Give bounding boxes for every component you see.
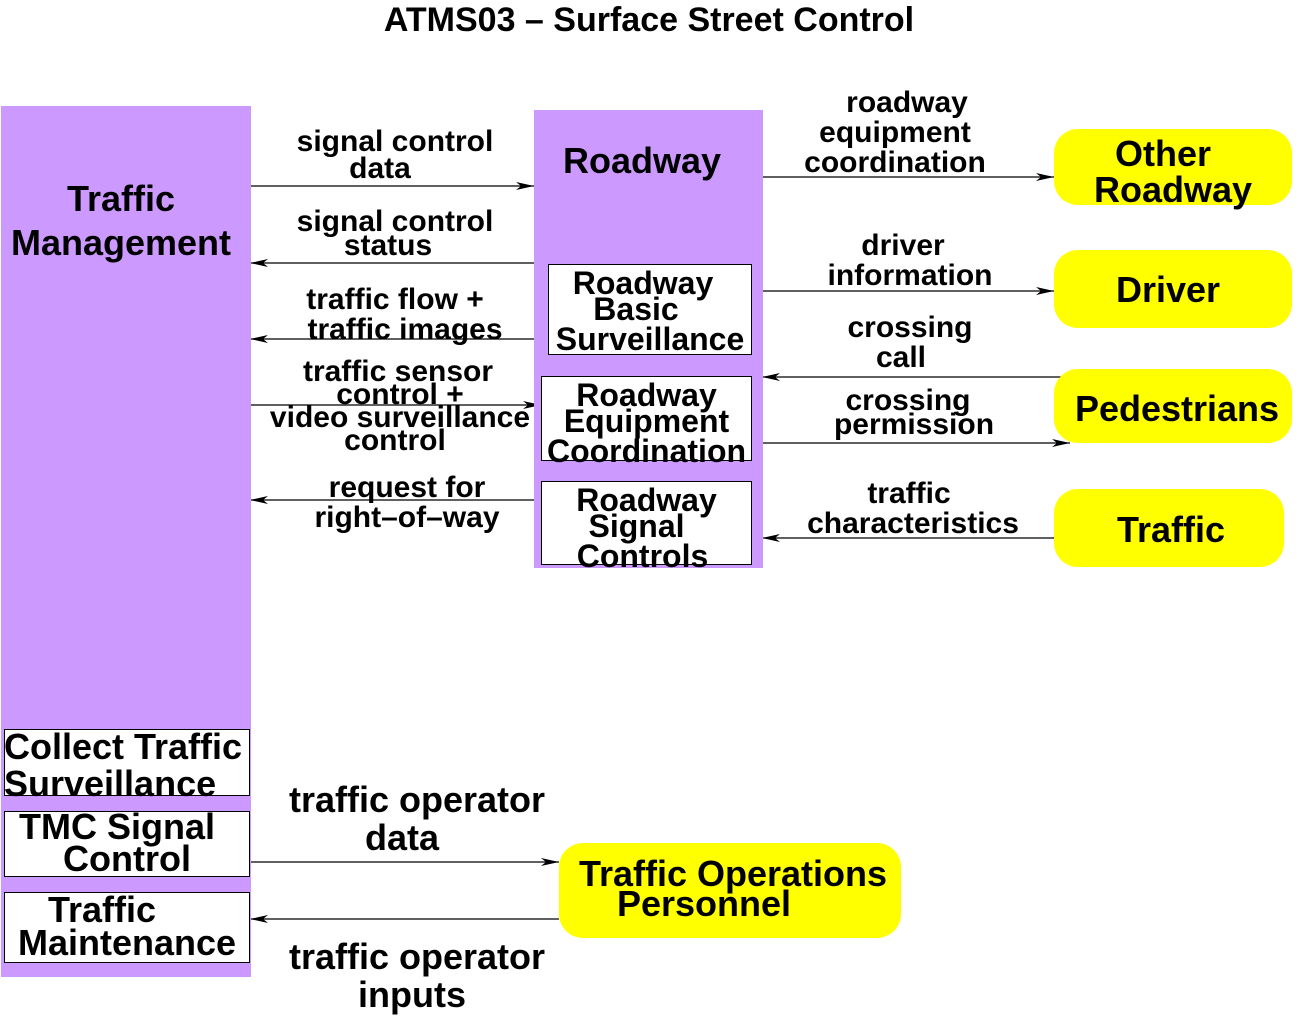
traffic-flow-images-line-1: traffic flow +	[306, 283, 484, 316]
traffic-management-label-line-2: Management	[10, 222, 232, 263]
collect-traffic-surveillance-process	[4, 729, 250, 796]
traffic-operator-inputs-line-1: traffic operator	[288, 936, 546, 977]
roadway-signal-controls-line-1: Roadway	[576, 482, 717, 518]
crossing-permission-line-1: crossing	[845, 384, 971, 417]
driver-terminator	[1054, 250, 1292, 328]
traffic-flow-images-line-2: traffic images	[307, 313, 503, 346]
roadway-basic-surveillance-process	[548, 264, 752, 355]
signal-control-data-label: signal control data	[250, 125, 540, 185]
roadway-signal-controls-process	[541, 481, 752, 565]
roadway-equipment-coordination-line-2: Equipment	[563, 403, 730, 439]
signal-control-status-line-2: status	[343, 229, 433, 262]
request-right-of-way-label: request for right–of–way	[262, 473, 552, 533]
roadway-signal-controls-line-2: Signal	[588, 508, 685, 544]
traffic-management-label: Traffic Management	[0, 180, 242, 261]
driver-information-label: driver information	[780, 231, 1040, 291]
traffic-sensor-control-line-4: control	[344, 424, 446, 457]
other-roadway-line-2: Roadway	[1093, 169, 1253, 210]
traffic-operations-personnel-line-2: Personnel	[616, 883, 792, 924]
traffic-characteristics-line-1: traffic	[867, 477, 951, 510]
collect-traffic-surveillance-line-1: Collect Traffic	[4, 726, 243, 767]
traffic-characteristics-line-2: characteristics	[807, 507, 1019, 540]
roadway-basic-surveillance-line-1: Roadway	[572, 265, 714, 301]
signal-control-data-line-1: signal control	[296, 125, 494, 158]
traffic-maintenance-line-1: Traffic	[47, 889, 157, 930]
roadway-signal-controls-label: Roadway Signal Controls	[541, 482, 752, 574]
tmc-signal-control-process	[4, 811, 250, 877]
crossing-permission-label: crossing permission	[784, 384, 1044, 441]
driver-information-line-1: driver	[861, 229, 945, 262]
roadway-equipment-coordination-line-3: Coordination	[546, 433, 747, 469]
collect-traffic-surveillance-line-2: Surveillance	[4, 763, 217, 804]
request-right-of-way-line-1: request for	[328, 471, 486, 504]
collect-traffic-surveillance-label: Collect Traffic Surveillance	[4, 728, 242, 802]
other-roadway-terminator	[1054, 129, 1292, 205]
tmc-signal-control-line-2: Control	[63, 838, 191, 879]
roadway-equipment-coordination-label: Roadway Equipment Coordination	[541, 377, 752, 469]
request-right-of-way-line-2: right–of–way	[314, 501, 500, 534]
roadway-basic-surveillance-line-2: Basic	[593, 291, 679, 327]
crossing-call-line-1: crossing	[847, 311, 973, 344]
tmc-signal-control-label: TMC Signal Control	[4, 806, 250, 879]
traffic-operations-personnel-line-1: Traffic Operations	[578, 853, 888, 894]
roadway-equipment-coordination-flow-label: roadway equipment coordination	[770, 88, 1020, 178]
crossing-call-label: crossing call	[780, 313, 1040, 373]
roadway-equipment-coordination-process	[541, 376, 752, 461]
traffic-sensor-control-line-2: control +	[336, 378, 464, 411]
signal-control-data-line-2: data	[349, 152, 411, 185]
traffic-operator-data-line-2: data	[364, 817, 440, 858]
traffic-operations-personnel-label: Traffic Operations Personnel	[562, 853, 904, 924]
roadway-equipment-coordination-flow-line-2: equipment	[819, 116, 971, 149]
tmc-signal-control-line-1: TMC Signal	[19, 806, 215, 847]
roadway-signal-controls-line-3: Controls	[576, 538, 709, 574]
traffic-maintenance-label: Traffic Maintenance	[4, 889, 250, 963]
crossing-permission-line-2: permission	[833, 408, 995, 441]
other-roadway-label: Other Roadway	[1054, 136, 1292, 208]
roadway-label: Roadway	[562, 140, 722, 181]
crossing-call-line-2: call	[875, 341, 927, 374]
traffic-sensor-control-label: traffic sensor control + video surveilla…	[252, 355, 548, 457]
traffic-sensor-control-line-1: traffic sensor	[302, 355, 494, 388]
traffic-operator-inputs-line-2: inputs	[358, 974, 466, 1015]
roadway-basic-surveillance-label: Roadway Basic Surveillance	[548, 265, 752, 357]
pedestrians-label: Pedestrians	[1074, 388, 1280, 429]
roadway-equipment-coordination-flow-line-3: coordination	[804, 146, 986, 179]
roadway-equipment-coordination-line-1: Roadway	[576, 377, 717, 413]
roadway-equipment-coordination-flow-line-1: roadway	[846, 86, 968, 119]
traffic-operator-inputs-label: traffic operator inputs	[262, 938, 572, 1014]
traffic-characteristics-label: traffic characteristics	[780, 479, 1046, 539]
signal-control-status-line-1: signal control	[296, 205, 494, 238]
pedestrians-terminator	[1054, 369, 1292, 443]
traffic-maintenance-process	[4, 892, 250, 963]
traffic-terminator	[1054, 489, 1284, 567]
traffic-label: Traffic	[1116, 509, 1226, 550]
driver-label: Driver	[1115, 269, 1221, 310]
traffic-management-label-line-1: Traffic	[66, 178, 176, 219]
traffic-sensor-control-line-3: video surveillance	[269, 401, 531, 434]
driver-information-line-2: information	[827, 259, 993, 292]
traffic-maintenance-line-2: Maintenance	[17, 922, 237, 963]
other-roadway-line-1: Other	[1114, 133, 1211, 174]
signal-control-status-label: signal control status	[250, 205, 540, 262]
roadway-basic-surveillance-line-3: Surveillance	[555, 321, 745, 357]
traffic-flow-images-label: traffic flow + traffic images	[260, 285, 550, 345]
diagram-title: ATMS03 – Surface Street Control	[383, 1, 915, 39]
traffic-operations-personnel-terminator	[559, 843, 901, 938]
traffic-operator-data-line-1: traffic operator	[288, 779, 546, 820]
traffic-operator-data-label: traffic operator data	[262, 781, 572, 857]
